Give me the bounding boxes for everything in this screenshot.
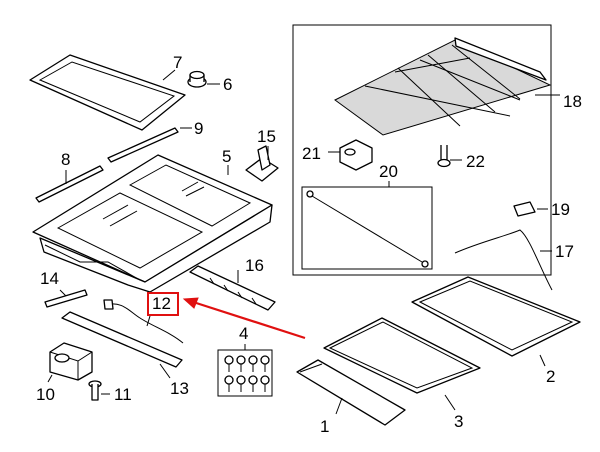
part-11-bolt xyxy=(88,380,110,401)
part-5-sunroof-frame xyxy=(32,154,273,293)
part-13-rail xyxy=(61,311,183,379)
callout-20: 20 xyxy=(379,162,398,181)
part-22-bolt xyxy=(437,145,462,168)
callout-1: 1 xyxy=(320,417,330,436)
part-16-deflector-bracket xyxy=(189,265,276,311)
highlight-arrow xyxy=(182,297,306,340)
callout-12: 12 xyxy=(152,294,171,313)
callout-2: 2 xyxy=(546,367,556,386)
part-12-cable xyxy=(103,299,184,344)
callout-6: 6 xyxy=(223,75,233,94)
part-3-mid-panel xyxy=(323,317,481,411)
callout-19: 19 xyxy=(551,200,570,219)
callout-16: 16 xyxy=(245,256,264,275)
callout-13: 13 xyxy=(170,379,189,398)
part-4-bolt-set xyxy=(217,344,273,397)
callout-8: 8 xyxy=(61,150,71,169)
part-6-nut xyxy=(187,70,220,88)
callout-9: 9 xyxy=(194,119,204,138)
part-21-motor xyxy=(328,139,373,171)
callout-18: 18 xyxy=(563,92,582,111)
part-7-glass-frame xyxy=(29,54,186,131)
callout-11: 11 xyxy=(114,385,132,404)
callout-5: 5 xyxy=(222,147,232,166)
part-17-drain-hose xyxy=(454,229,553,291)
callout-10: 10 xyxy=(36,385,55,404)
callout-14: 14 xyxy=(40,269,59,288)
part-14-bracket xyxy=(44,289,88,308)
callout-22: 22 xyxy=(466,152,485,171)
part-1-front-panel xyxy=(296,359,406,426)
part-12-highlight-box xyxy=(147,292,179,316)
part-10-motor xyxy=(47,342,93,383)
callout-17: 17 xyxy=(555,242,574,261)
part-19-clip xyxy=(513,201,548,217)
callout-21: 21 xyxy=(302,144,321,163)
callout-15: 15 xyxy=(257,127,276,146)
callout-4: 4 xyxy=(239,324,249,343)
part-18-sunshade xyxy=(334,37,560,136)
part-20-cable xyxy=(301,181,433,270)
part-9-seal-strip xyxy=(107,127,192,163)
part-15-bracket xyxy=(245,145,279,182)
part-8-rail-strip xyxy=(35,165,104,203)
callout-3: 3 xyxy=(454,412,464,431)
callout-7: 7 xyxy=(173,53,183,72)
detail-box xyxy=(292,24,552,276)
part-2-rear-panel xyxy=(411,276,581,367)
